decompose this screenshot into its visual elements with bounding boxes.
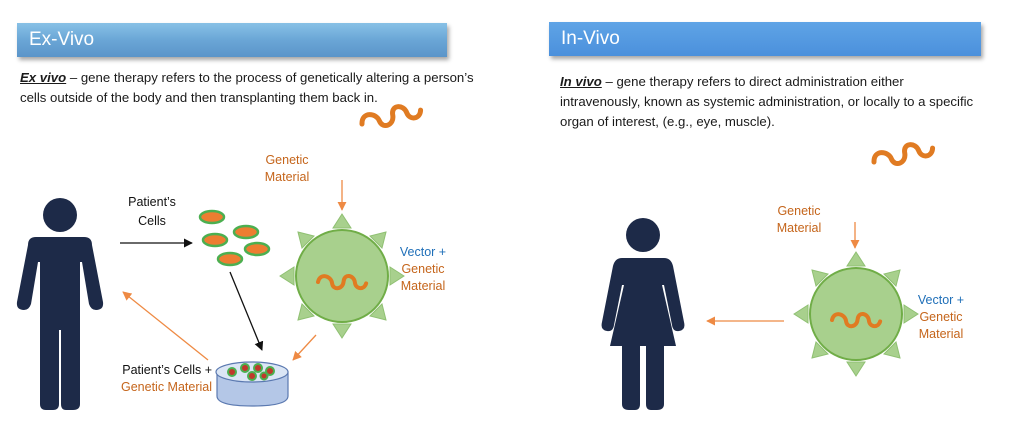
in-genetic-label-line2: Material [776, 221, 822, 235]
dish-label: Patient’s Cells + Genetic Material [96, 362, 212, 396]
patients-cells-line1: Patient’s [128, 195, 176, 209]
arrow-vector-to-dish [292, 334, 317, 361]
in-vivo-description: In vivo – gene therapy refers to direct … [560, 72, 980, 132]
male-person-icon [16, 198, 104, 410]
ex-vector-line2: Genetic [401, 262, 445, 276]
ex-vivo-definition: – gene therapy refers to the process of … [20, 70, 474, 105]
in-genetic-label-line1: Genetic [777, 204, 821, 218]
ex-vivo-description: Ex vivo – gene therapy refers to the pro… [20, 68, 480, 108]
cell-icon [232, 224, 260, 240]
in-vivo-definition: – gene therapy refers to direct administ… [560, 74, 974, 129]
in-vector-label: Vector + Genetic Material [908, 292, 974, 343]
cell-icon [198, 209, 226, 225]
ex-vivo-term: Ex vivo [20, 70, 67, 85]
ex-vector-label: Vector + Genetic Material [390, 244, 456, 295]
ex-genetic-label-line1: Genetic [265, 153, 309, 167]
cell-icon [201, 232, 229, 248]
female-person-icon [601, 218, 685, 410]
in-vector-line1: Vector + [917, 293, 965, 307]
in-vector-line2: Genetic [919, 310, 963, 324]
ex-vector-line3: Material [400, 279, 446, 293]
cell-icon [216, 251, 244, 267]
arrow-dish-to-person [122, 291, 209, 361]
in-vivo-term: In vivo [560, 74, 602, 89]
ex-genetic-material-label: Genetic Material [254, 152, 320, 186]
dna-strand-icon [360, 86, 422, 148]
viral-vector-icon [793, 251, 919, 377]
in-genetic-material-label: Genetic Material [764, 203, 834, 237]
in-vivo-header: In-Vivo [549, 22, 981, 56]
viral-vector-icon [279, 213, 405, 339]
cell-cluster [198, 209, 271, 267]
dish-label-line2: Genetic Material [120, 380, 212, 394]
ex-vector-line1: Vector + [399, 245, 447, 259]
ex-genetic-label-line2: Material [264, 170, 310, 184]
cell-icon [243, 241, 271, 257]
patients-cells-line2: Cells [138, 214, 166, 228]
in-vector-line3: Material [918, 327, 964, 341]
arrow-to-dish [229, 271, 264, 351]
dish-label-line1: Patient’s Cells + [122, 363, 212, 377]
ex-vivo-header: Ex-Vivo [17, 23, 447, 57]
dna-strand-icon [872, 124, 934, 186]
patients-cells-label: Patient’s Cells [112, 194, 192, 230]
petri-dish-icon [215, 361, 289, 407]
